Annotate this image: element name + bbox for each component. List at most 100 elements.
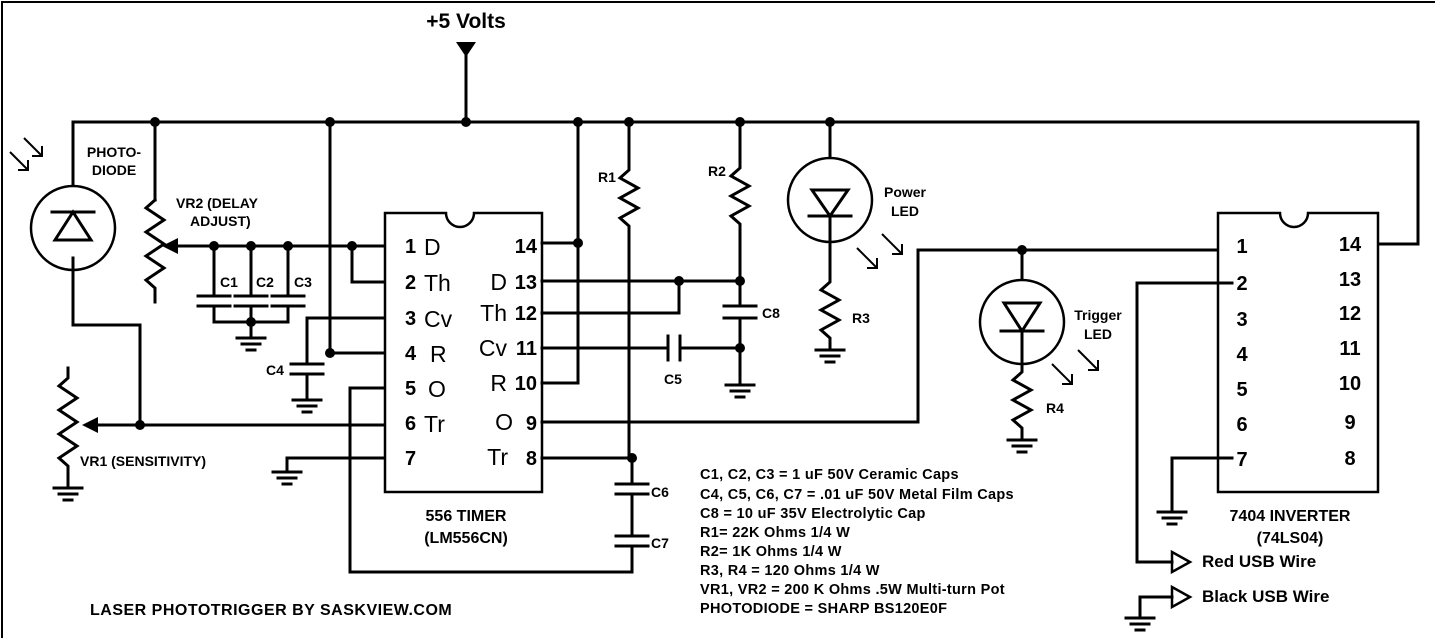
inverter-name: 7404 INVERTER	[1230, 508, 1351, 525]
inverter-pin-9: 9	[1344, 412, 1355, 434]
inverter-pin-12: 12	[1339, 303, 1361, 325]
c5-label: C5	[664, 371, 682, 387]
power-led-label-1: Power	[884, 184, 927, 200]
inverter-7404-ic: 7404 INVERTER (74LS04) 1 2 3 4 5 6 7 14 …	[1216, 211, 1380, 547]
c4-capacitor: C4	[266, 316, 387, 414]
timer-func-2: Th	[424, 270, 451, 296]
vr1-label: VR1 (SENSITIVITY)	[80, 453, 206, 469]
timer-func-6: Tr	[424, 411, 445, 437]
r2-resistor: R2	[708, 120, 753, 283]
timer-func-1: D	[424, 234, 441, 260]
c7-label: C7	[651, 535, 669, 551]
c6-label: C6	[651, 484, 669, 500]
inverter-pin-10: 10	[1339, 373, 1361, 395]
trigger-led: Trigger LED R4	[978, 248, 1122, 454]
c2-label: C2	[256, 274, 274, 290]
timer-pin-13: 13	[515, 272, 537, 294]
inverter-pin-2: 2	[1236, 273, 1247, 295]
timer-pin-3: 3	[405, 308, 416, 330]
inverter-pin-11: 11	[1339, 338, 1360, 360]
note-line-7: VR1, VR2 = 200 K Ohms .5W Multi-turn Pot	[700, 582, 1005, 598]
trigger-led-label-1: Trigger	[1074, 307, 1122, 323]
red-usb-label: Red USB Wire	[1202, 552, 1316, 571]
timer-right-wiring	[540, 120, 1234, 460]
trigger-led-label-2: LED	[1084, 326, 1112, 342]
inverter-pin-4: 4	[1236, 344, 1248, 366]
inverter-pin-7: 7	[1236, 449, 1247, 471]
timer-func-9: O	[495, 409, 513, 435]
vr2-wiper-arrow-icon	[162, 238, 178, 254]
timer-pin-1: 1	[405, 236, 416, 258]
timer-func-11: Cv	[479, 335, 508, 361]
c8-capacitor: C8 C5	[664, 279, 780, 399]
vr1-wiper-arrow-icon	[82, 417, 98, 433]
power-rail: +5 Volts	[71, 10, 1420, 246]
note-line-5: R2= 1K Ohms 1/4 W	[700, 544, 842, 560]
note-line-2: C4, C5, C6, C7 = .01 uF 50V Metal Film C…	[700, 487, 1014, 503]
timer-part: (LM556CN)	[424, 530, 508, 547]
r4-label: R4	[1046, 400, 1064, 416]
note-line-8: PHOTODIODE = SHARP BS120E0F	[700, 601, 947, 617]
inverter-pin-3: 3	[1236, 309, 1247, 331]
supply-arrow-icon	[456, 42, 476, 57]
c4-label: C4	[266, 362, 284, 378]
note-line-3: C8 = 10 uF 35V Electrolytic Cap	[700, 506, 926, 522]
inverter-pin-5: 5	[1236, 379, 1247, 401]
timer-func-8: Tr	[487, 444, 508, 470]
timer-pin-6: 6	[405, 413, 416, 435]
inverter-part: (74LS04)	[1257, 530, 1324, 547]
black-usb-label: Black USB Wire	[1202, 587, 1329, 606]
vr2-label-2: ADJUST)	[190, 213, 251, 229]
inverter-wiring: Red USB Wire Black USB Wire	[1124, 281, 1329, 632]
component-notes: C1, C2, C3 = 1 uF 50V Ceramic Caps C4, C…	[700, 467, 1014, 617]
inverter-pin-13: 13	[1339, 269, 1361, 291]
r1-resistor: R1	[598, 120, 642, 460]
photodiode: PHOTO- DIODE	[9, 120, 142, 427]
note-line-1: C1, C2, C3 = 1 uF 50V Ceramic Caps	[700, 467, 959, 483]
note-line-6: R3, R4 = 120 Ohms 1/4 W	[700, 563, 880, 579]
black-usb-arrow-icon	[1170, 584, 1193, 610]
timer-pin-9: 9	[526, 413, 537, 435]
timer-pin-10: 10	[515, 373, 537, 395]
timer-pin-5: 5	[405, 378, 416, 400]
vr1-potentiometer: VR1 (SENSITIVITY)	[52, 366, 387, 502]
pin7-ground	[271, 456, 387, 486]
red-usb-arrow-icon	[1170, 549, 1193, 575]
power-led: Power LED R3	[786, 120, 927, 364]
timer-pin-14: 14	[515, 236, 538, 258]
timer-pin-8: 8	[526, 448, 537, 470]
vr2-label-1: VR2 (DELAY	[176, 195, 259, 211]
timer-pin-4: 4	[405, 343, 417, 365]
inverter-pin-1: 1	[1236, 236, 1247, 258]
inverter-pin-14: 14	[1339, 234, 1362, 256]
diagram-title: LASER PHOTOTRIGGER BY SASKVIEW.COM	[90, 602, 452, 619]
timer-func-12: Th	[480, 300, 507, 326]
power-led-label-2: LED	[891, 203, 919, 219]
c8-label: C8	[762, 305, 780, 321]
pin5-output-wire	[348, 386, 634, 574]
timer-556-ic: 556 TIMER (LM556CN) 1 2 3 4 5 6 7 D Th C…	[383, 211, 544, 547]
supply-label: +5 Volts	[426, 10, 506, 33]
timer-func-5: O	[428, 376, 446, 402]
timer-pin-11: 11	[516, 338, 537, 360]
c3-label: C3	[294, 274, 312, 290]
c1-label: C1	[220, 274, 238, 290]
timer-func-3: Cv	[424, 306, 453, 332]
r2-label: R2	[708, 163, 726, 179]
photodiode-label-1: PHOTO-	[87, 144, 142, 160]
timer-func-10: R	[490, 370, 507, 396]
timer-pin-7: 7	[405, 448, 416, 470]
photodiode-label-2: DIODE	[92, 162, 136, 178]
r1-label: R1	[598, 169, 616, 185]
timer-name: 556 TIMER	[426, 508, 507, 525]
c6-c7-capacitors: C6 C7	[614, 456, 669, 558]
note-line-4: R1= 22K Ohms 1/4 W	[700, 525, 850, 541]
pin1-pin2-tie	[350, 244, 387, 284]
inverter-pin-8: 8	[1344, 448, 1355, 470]
inverter-pin-6: 6	[1236, 414, 1247, 436]
timer-pin-2: 2	[405, 272, 416, 294]
junction-dots	[135, 117, 1027, 463]
timer-pin-12: 12	[515, 303, 537, 325]
